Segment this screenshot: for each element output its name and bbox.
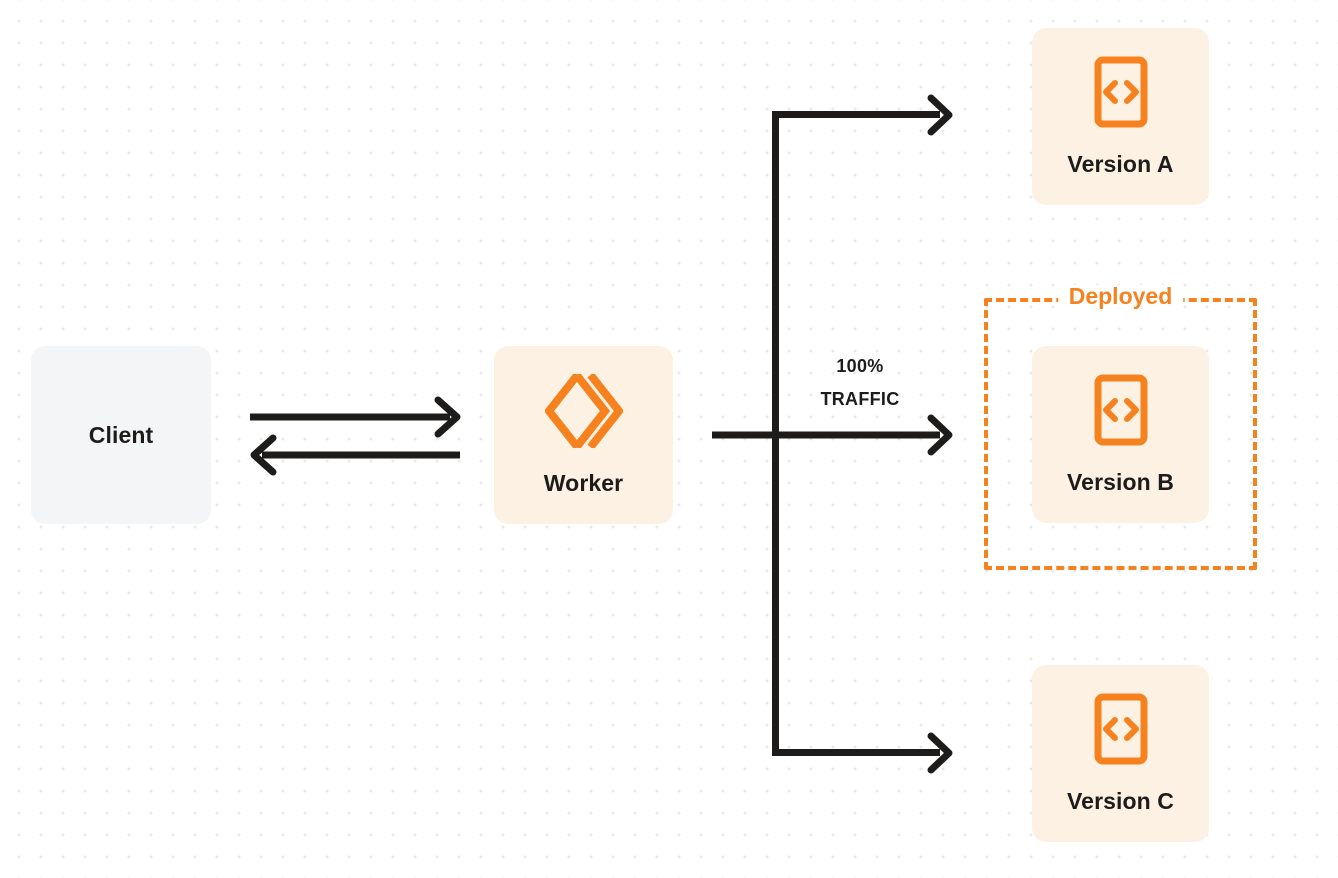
version-c-node[interactable]: Version C xyxy=(1032,665,1209,842)
client-label: Client xyxy=(88,421,154,448)
arrow-to-version-b xyxy=(775,414,953,456)
code-document-icon xyxy=(1094,374,1147,446)
arrow-worker-to-client xyxy=(250,434,460,476)
version-a-node[interactable]: Version A xyxy=(1032,28,1209,205)
cloudflare-workers-icon xyxy=(544,373,623,448)
worker-node[interactable]: Worker xyxy=(494,346,673,524)
traffic-label: 100% TRAFFIC xyxy=(790,350,930,417)
deployed-group: Deployed xyxy=(984,285,1257,570)
version-c-label: Version C xyxy=(1067,788,1174,814)
client-node[interactable]: Client xyxy=(31,346,211,524)
worker-label: Worker xyxy=(543,469,624,496)
arrow-to-version-a xyxy=(772,94,953,136)
arrow-to-version-c xyxy=(772,732,953,774)
code-document-icon xyxy=(1094,56,1147,128)
code-document-icon xyxy=(1094,693,1147,765)
version-b-node[interactable]: Version B xyxy=(1032,346,1209,523)
traffic-percent: 100% xyxy=(836,356,884,376)
traffic-word: TRAFFIC xyxy=(820,389,900,410)
deployed-group-label: Deployed xyxy=(1057,285,1184,308)
version-a-label: Version A xyxy=(1067,151,1174,177)
version-b-label: Version B xyxy=(1067,469,1174,495)
arrow-client-to-worker xyxy=(250,396,461,438)
